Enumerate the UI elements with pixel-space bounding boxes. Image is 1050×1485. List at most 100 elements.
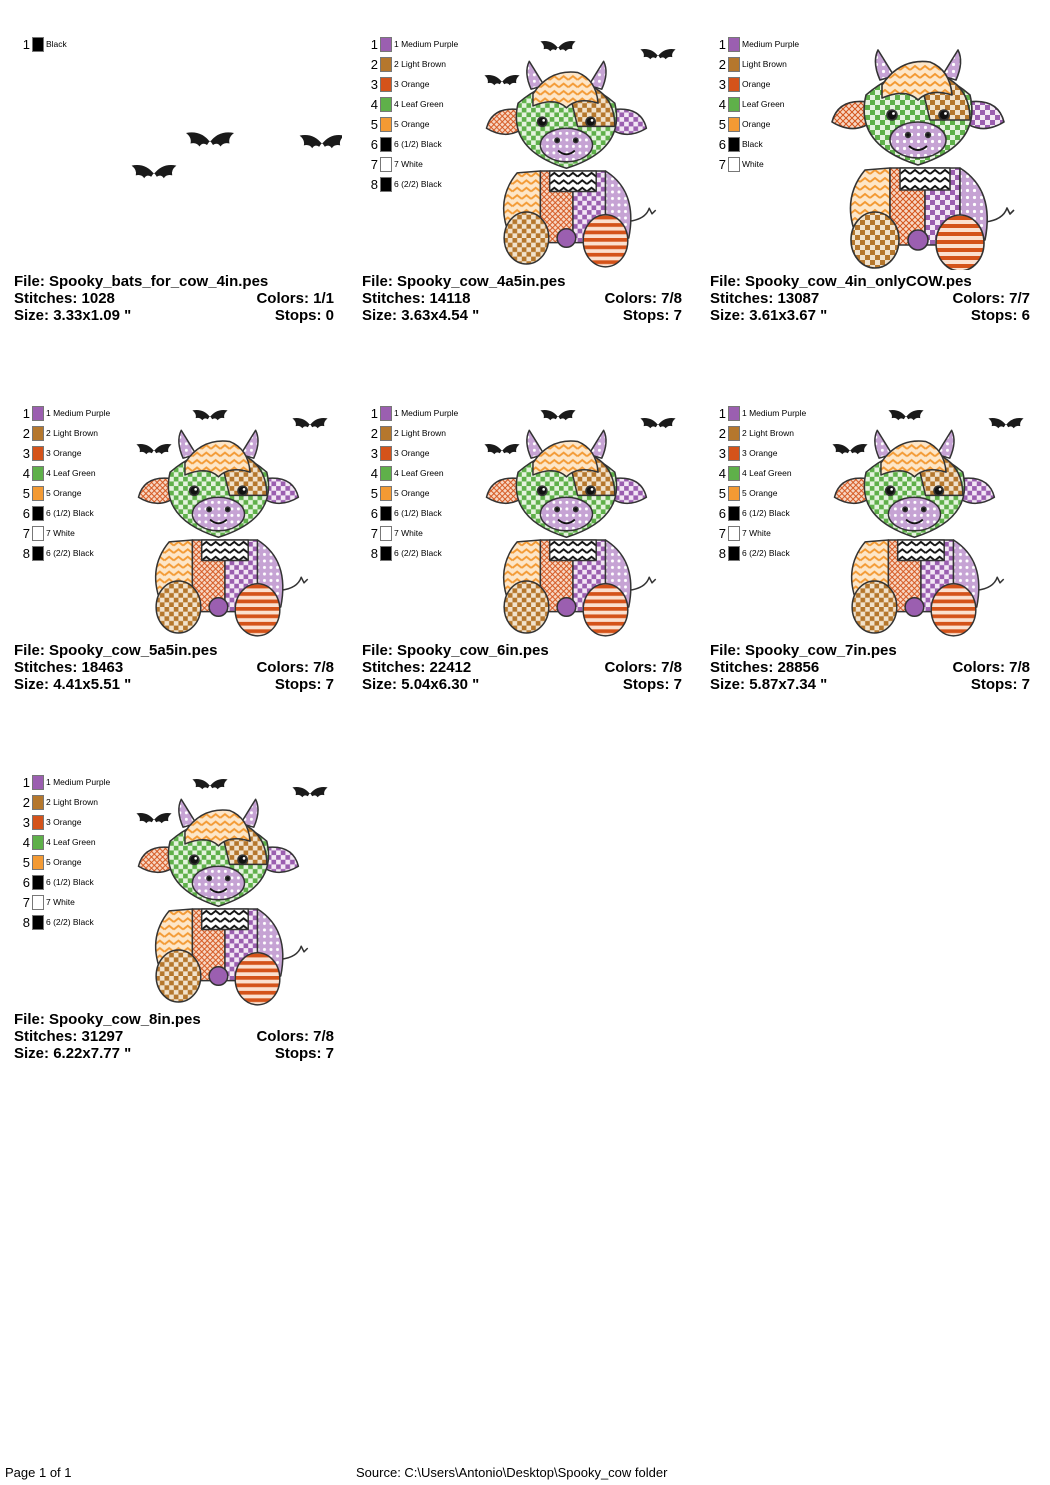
thread-swatch (380, 76, 392, 92)
thread-number: 7 (22, 894, 30, 910)
thread-row: 6 Black (714, 134, 799, 154)
thread-list: 1 Medium Purple 2 Light Brown 3 Orange 4… (714, 34, 799, 174)
thread-swatch (32, 854, 44, 870)
thread-row: 4 4 Leaf Green (366, 463, 458, 483)
thread-swatch (32, 485, 44, 501)
thread-number: 1 (718, 36, 726, 52)
thread-name: 1 Medium Purple (46, 777, 111, 787)
thread-name: Light Brown (742, 59, 787, 69)
thread-number: 6 (718, 505, 726, 521)
size-row: Size: 4.41x5.51 " Stops: 7 (14, 676, 334, 693)
thread-number: 6 (22, 874, 30, 890)
size-row: Size: 3.33x1.09 " Stops: 0 (14, 307, 334, 324)
thread-row: 2 2 Light Brown (18, 423, 110, 443)
thread-row: 6 6 (1/2) Black (714, 503, 806, 523)
thread-number: 1 (22, 36, 30, 52)
thread-number: 7 (370, 156, 378, 172)
design-preview (810, 403, 1038, 639)
thread-number: 8 (370, 545, 378, 561)
thread-row: 4 4 Leaf Green (18, 832, 110, 852)
thread-name: 3 Orange (46, 817, 82, 827)
thread-row: 7 White (714, 154, 799, 174)
thread-name: 7 White (394, 159, 423, 169)
file-label: File: (362, 273, 393, 290)
design-card: 1 1 Medium Purple 2 2 Light Brown 3 3 Or… (362, 399, 692, 729)
thread-name: 6 (1/2) Black (46, 877, 94, 887)
colors-value: 7/8 (661, 290, 682, 307)
size-value: 5.87x7.34 " (749, 676, 828, 693)
size-value: 4.41x5.51 " (53, 676, 132, 693)
thread-number: 6 (718, 136, 726, 152)
thread-name: 4 Leaf Green (46, 468, 96, 478)
cow-artwork (484, 40, 676, 268)
thread-number: 4 (718, 96, 726, 112)
stitches-value: 22412 (429, 659, 472, 676)
size-row: Size: 5.04x6.30 " Stops: 7 (362, 676, 682, 693)
file-name: Spooky_cow_7in.pes (745, 642, 897, 659)
thread-number: 7 (718, 156, 726, 172)
bat-icon (640, 417, 676, 429)
thread-list: 1 1 Medium Purple 2 2 Light Brown 3 3 Or… (18, 403, 110, 563)
thread-row: 1 1 Medium Purple (714, 403, 806, 423)
stops-value: 0 (325, 307, 334, 324)
stitches-row: Stitches: 14118 Colors: 7/8 (362, 290, 682, 307)
thread-row: 3 3 Orange (18, 443, 110, 463)
cow-artwork (484, 409, 676, 637)
stitches-label: Stitches: (710, 290, 774, 307)
thread-name: Orange (742, 79, 771, 89)
stitches-value: 1028 (81, 290, 115, 307)
colors-value: 1/1 (313, 290, 334, 307)
thread-name: 7 White (46, 528, 75, 538)
thread-row: 5 5 Orange (366, 114, 458, 134)
bats-artwork (131, 132, 345, 179)
thread-list: 1 Black (18, 34, 67, 54)
stitches-row: Stitches: 28856 Colors: 7/8 (710, 659, 1030, 676)
thread-number: 2 (22, 794, 30, 810)
thread-name: 1 Medium Purple (742, 408, 807, 418)
bat-icon (832, 443, 868, 455)
thread-swatch (728, 485, 740, 501)
thread-name: 5 Orange (394, 119, 430, 129)
thread-number: 3 (718, 445, 726, 461)
thread-name: 6 (2/2) Black (46, 917, 94, 927)
thread-swatch (728, 505, 740, 521)
thread-number: 5 (370, 485, 378, 501)
thread-name: 6 (1/2) Black (742, 508, 790, 518)
thread-swatch (380, 545, 392, 561)
thread-row: 7 7 White (714, 523, 806, 543)
file-row: File: Spooky_cow_8in.pes (14, 1011, 334, 1028)
thread-swatch (728, 445, 740, 461)
thread-swatch (728, 76, 740, 92)
stitches-label: Stitches: (14, 1028, 78, 1045)
file-label: File: (14, 273, 45, 290)
thread-name: 3 Orange (394, 79, 430, 89)
thread-list: 1 1 Medium Purple 2 2 Light Brown 3 3 Or… (366, 34, 458, 194)
design-info: File: Spooky_cow_7in.pes Stitches: 28856… (710, 642, 1030, 693)
thread-number: 6 (370, 505, 378, 521)
thread-name: 6 (1/2) Black (394, 508, 442, 518)
design-preview (462, 34, 690, 270)
thread-name: 2 Light Brown (742, 428, 794, 438)
file-name: Spooky_cow_8in.pes (49, 1011, 201, 1028)
thread-swatch (728, 425, 740, 441)
thread-swatch (728, 136, 740, 152)
thread-row: 3 Orange (714, 74, 799, 94)
stitches-row: Stitches: 31297 Colors: 7/8 (14, 1028, 334, 1045)
size-row: Size: 5.87x7.34 " Stops: 7 (710, 676, 1030, 693)
stitches-value: 28856 (777, 659, 820, 676)
thread-name: 5 Orange (394, 488, 430, 498)
size-label: Size: (14, 1045, 50, 1062)
thread-row: 4 4 Leaf Green (714, 463, 806, 483)
thread-swatch (380, 116, 392, 132)
cow-artwork (136, 778, 328, 1006)
thread-swatch (32, 834, 44, 850)
thread-number: 1 (22, 405, 30, 421)
thread-swatch (32, 505, 44, 521)
bat-icon (640, 48, 676, 60)
thread-swatch (380, 56, 392, 72)
thread-number: 5 (370, 116, 378, 132)
design-preview (114, 772, 342, 1008)
stitches-row: Stitches: 1028 Colors: 1/1 (14, 290, 334, 307)
thread-row: 1 1 Medium Purple (366, 403, 458, 423)
stitches-label: Stitches: (362, 659, 426, 676)
